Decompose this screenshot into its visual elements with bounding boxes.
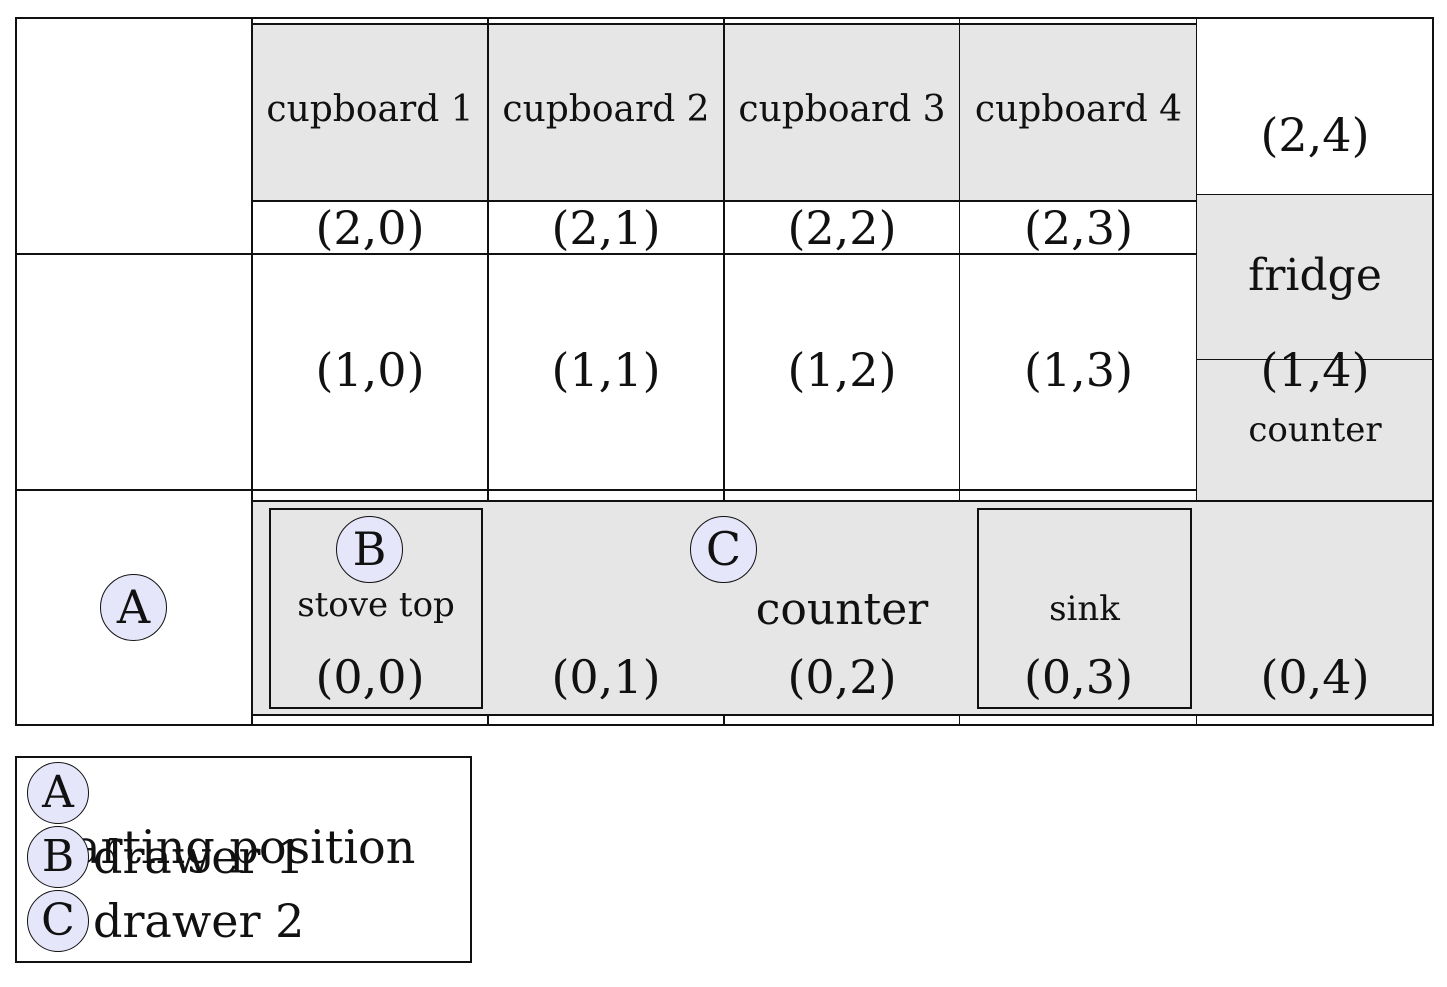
counter-small-label: counter xyxy=(1248,410,1382,450)
coord-2-4: (2,4) xyxy=(1260,108,1370,162)
coord-1-0: (1,0) xyxy=(315,343,425,397)
coord-0-3: (0,3) xyxy=(1023,650,1134,704)
coord-2-3: (2,3) xyxy=(1023,201,1134,255)
grid-line xyxy=(1432,17,1434,726)
cupboard-1 xyxy=(252,24,488,201)
fridge xyxy=(1197,195,1433,360)
grid-line xyxy=(15,489,1197,491)
grid-line xyxy=(723,714,725,726)
legend-marker-a: A xyxy=(27,762,89,824)
coord-0-4: (0,4) xyxy=(1260,650,1370,704)
grid-line xyxy=(1197,194,1434,195)
counter-main-label: counter xyxy=(755,584,929,635)
legend-text: drawer 1 xyxy=(93,830,305,884)
marker-c: C xyxy=(690,516,757,583)
grid-line xyxy=(1196,17,1197,502)
marker-b: B xyxy=(336,516,403,583)
counter-main xyxy=(252,502,1433,715)
kitchen-grid: cupboard 1 cupboard 2 cupboard 3 cupboar… xyxy=(15,17,1434,726)
stove-top-label: stove top xyxy=(297,585,455,625)
legend-text: drawer 2 xyxy=(93,894,305,948)
grid-line xyxy=(487,17,489,502)
cupboard-4-label: cupboard 4 xyxy=(974,89,1183,130)
grid-line xyxy=(1196,714,1197,726)
legend-text: starting position xyxy=(31,820,416,874)
coord-0-1: (0,1) xyxy=(551,650,661,704)
fridge-label: fridge xyxy=(1248,250,1382,301)
coord-2-0: (2,0) xyxy=(315,201,425,255)
coord-1-4: (1,4) xyxy=(1260,343,1370,397)
cupboard-1-label: cupboard 1 xyxy=(266,89,474,130)
grid-line xyxy=(959,17,960,502)
cupboard-2 xyxy=(488,24,724,201)
cupboard-2-label: cupboard 2 xyxy=(502,89,710,130)
grid-line xyxy=(487,714,489,726)
legend-marker-b: B xyxy=(27,826,89,888)
coord-1-2: (1,2) xyxy=(787,343,897,397)
legend-item: Astarting position xyxy=(27,762,467,870)
marker-a: A xyxy=(100,574,167,641)
grid-line xyxy=(723,17,725,502)
grid-line xyxy=(1197,359,1434,360)
cupboard-4 xyxy=(960,24,1197,201)
coord-0-2: (0,2) xyxy=(787,650,897,704)
grid-line xyxy=(15,253,1197,255)
coord-0-0: (0,0) xyxy=(315,650,425,704)
coord-1-3: (1,3) xyxy=(1023,343,1134,397)
counter-small xyxy=(1197,360,1433,502)
coord-1-1: (1,1) xyxy=(551,343,661,397)
coord-2-2: (2,2) xyxy=(787,201,897,255)
legend-marker-c: C xyxy=(27,890,89,952)
grid-line xyxy=(251,17,253,726)
stove-top-box xyxy=(269,508,483,709)
grid-line xyxy=(959,714,960,726)
cupboard-3-label: cupboard 3 xyxy=(738,89,946,130)
grid-line xyxy=(252,500,1434,502)
grid-line xyxy=(15,17,17,726)
cupboard-3 xyxy=(724,24,960,201)
grid-line xyxy=(252,714,1434,716)
sink-box xyxy=(977,508,1192,709)
sink-label: sink xyxy=(1049,589,1120,629)
coord-2-1: (2,1) xyxy=(551,201,661,255)
